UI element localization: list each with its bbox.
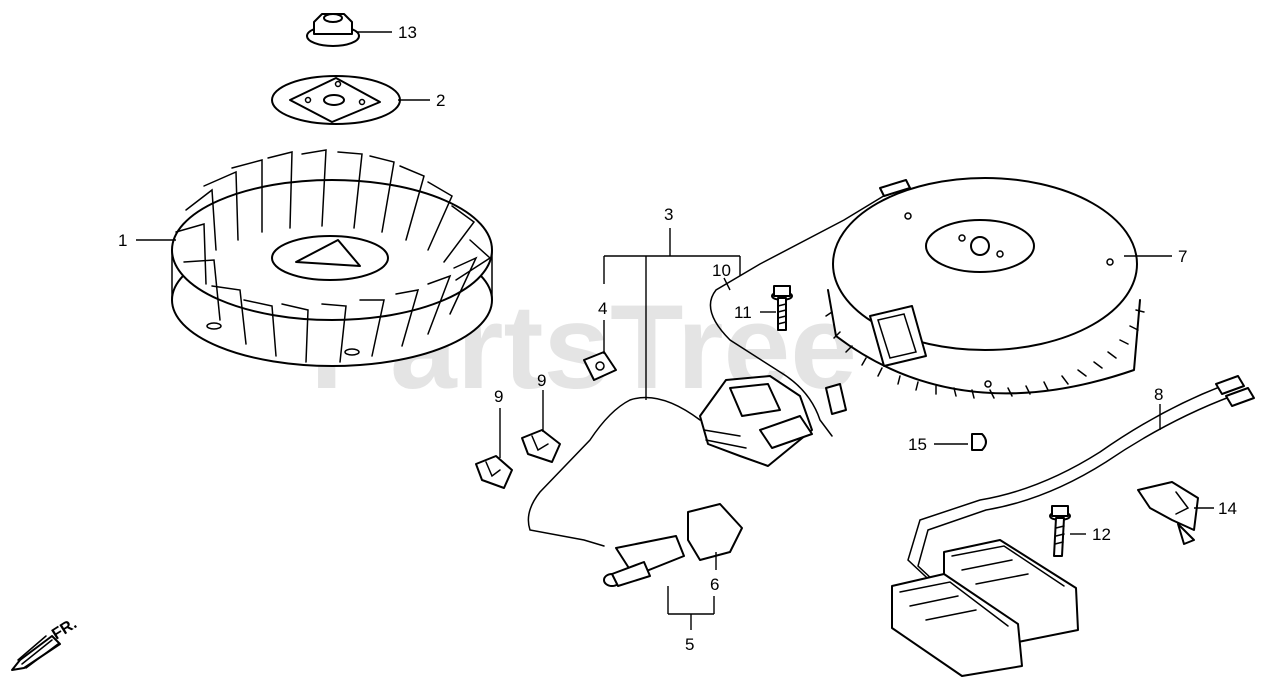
part-1-cooling-fan[interactable]: [171, 149, 493, 367]
callout-11: 11: [734, 303, 752, 322]
callout-9-left: 9: [494, 387, 503, 406]
leader-lines: [136, 31, 1214, 630]
part-10-stop-switch-wire[interactable]: [709, 179, 911, 437]
callout-3: 3: [664, 205, 673, 224]
callout-2: 2: [436, 91, 445, 110]
part-3-ignition-coil[interactable]: [527, 375, 813, 547]
part-13-flange-nut[interactable]: [306, 13, 360, 47]
part-6-cap-boot[interactable]: [687, 503, 743, 561]
part-7-flywheel[interactable]: [825, 177, 1145, 399]
callout-9-right: 9: [537, 371, 546, 390]
part-4-grommet[interactable]: [583, 351, 617, 381]
part-14-wire-clamp[interactable]: [1137, 481, 1199, 545]
part-12-bolt[interactable]: [1049, 505, 1071, 557]
part-15-woodruff-key[interactable]: [971, 433, 987, 451]
callout-10: 10: [712, 261, 731, 280]
callout-8: 8: [1154, 385, 1163, 404]
front-direction-arrow-icon: [11, 635, 61, 671]
callout-15: 15: [908, 435, 927, 454]
callout-6: 6: [710, 575, 719, 594]
part-9-clip-right[interactable]: [521, 429, 561, 463]
part-2-starter-pulley[interactable]: [271, 75, 401, 125]
callout-13: 13: [398, 23, 417, 42]
part-9-clip-left[interactable]: [475, 455, 513, 489]
part-11-bolt[interactable]: [771, 285, 793, 331]
callout-14: 14: [1218, 499, 1237, 518]
callout-4: 4: [598, 299, 607, 318]
callout-7: 7: [1178, 247, 1187, 266]
callout-12: 12: [1092, 525, 1111, 544]
callout-1: 1: [118, 231, 127, 250]
part-8-charge-coil[interactable]: [891, 375, 1255, 677]
part-5-spark-plug-cap[interactable]: [603, 535, 685, 587]
callout-5: 5: [685, 635, 694, 654]
